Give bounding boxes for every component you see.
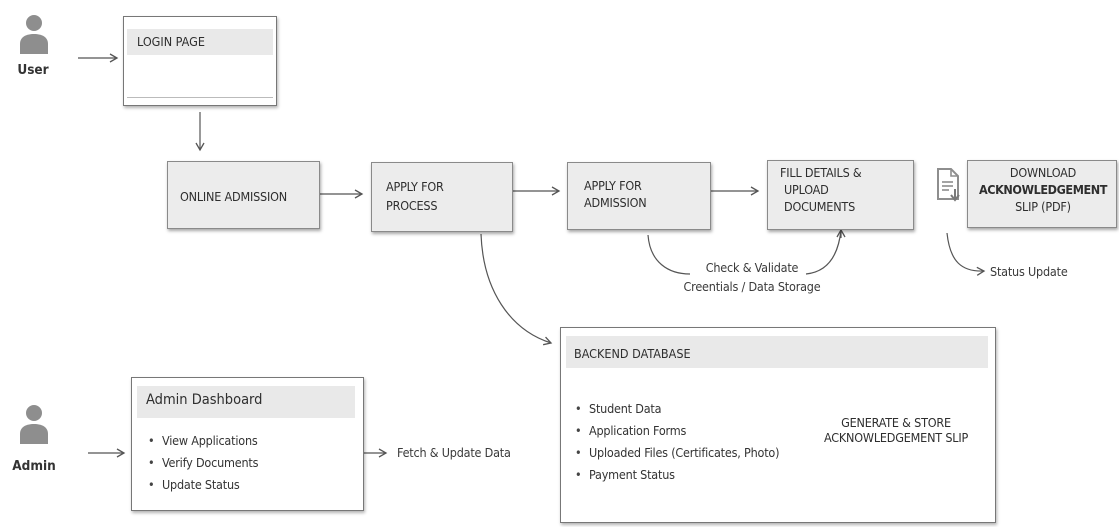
user-label: User bbox=[17, 62, 49, 78]
fill-details-line-2: UPLOAD bbox=[784, 182, 829, 197]
apply-admission-box: APPLY FOR ADMISSION bbox=[567, 162, 711, 230]
generate-store-label: GENERATE & STORE ACKNOWLEDGEMENT SLIP bbox=[811, 415, 981, 445]
apply-admission-line-1: APPLY FOR bbox=[584, 178, 642, 193]
admin-dashboard-box: Admin Dashboard View Applications Verify… bbox=[131, 377, 364, 511]
generate-line-2: ACKNOWLEDGEMENT SLIP bbox=[823, 430, 969, 445]
person-icon bbox=[20, 15, 48, 54]
fill-details-box: FILL DETAILS & UPLOAD DOCUMENTS bbox=[767, 160, 914, 230]
generate-line-1: GENERATE & STORE bbox=[841, 415, 951, 430]
document-download-icon bbox=[936, 168, 962, 202]
arrow-validate-loop bbox=[647, 229, 842, 275]
check-validate-line-1: Check & Validate bbox=[705, 260, 799, 275]
backend-database-title: BACKEND DATABASE bbox=[566, 336, 988, 368]
login-page-box: LOGIN PAGE bbox=[123, 16, 277, 106]
admin-dashboard-title: Admin Dashboard bbox=[137, 386, 355, 418]
download-line-3: SLIP (PDF) bbox=[1015, 199, 1071, 214]
check-validate-line-2: Creentials / Data Storage bbox=[683, 279, 821, 294]
admin-actor bbox=[16, 400, 52, 448]
apply-process-line-1: APPLY FOR bbox=[386, 179, 444, 194]
apply-process-box: APPLY FOR PROCESS bbox=[371, 162, 513, 232]
divider bbox=[127, 97, 273, 98]
backend-database-box: BACKEND DATABASE Student Data Applicatio… bbox=[560, 327, 996, 523]
person-icon bbox=[20, 405, 48, 444]
admin-dashboard-items: View Applications Verify Documents Updat… bbox=[148, 430, 258, 496]
download-line-2: ACKNOWLEDGEMENT bbox=[978, 182, 1108, 197]
list-item: View Applications bbox=[148, 430, 258, 452]
apply-admission-line-2: ADMISSION bbox=[584, 195, 647, 210]
list-item: Update Status bbox=[148, 474, 258, 496]
online-admission-label: ONLINE ADMISSION bbox=[180, 189, 287, 204]
apply-process-line-2: PROCESS bbox=[386, 198, 438, 213]
fill-details-line-1: FILL DETAILS & bbox=[780, 165, 862, 180]
list-item: Application Forms bbox=[575, 420, 779, 442]
list-item: Verify Documents bbox=[148, 452, 258, 474]
list-item: Payment Status bbox=[575, 464, 779, 486]
login-page-title: LOGIN PAGE bbox=[127, 29, 273, 55]
arrow-apply-process-to-backend bbox=[480, 233, 553, 346]
download-line-1: DOWNLOAD bbox=[1009, 165, 1077, 180]
status-update-note: Status Update bbox=[990, 264, 1068, 279]
backend-items-list: Student Data Application Forms Uploaded … bbox=[575, 398, 779, 486]
user-actor bbox=[16, 10, 52, 58]
admin-label: Admin bbox=[12, 458, 56, 474]
download-slip-box: DOWNLOAD ACKNOWLEDGEMENT SLIP (PDF) bbox=[967, 160, 1117, 228]
list-item: Student Data bbox=[575, 398, 779, 420]
list-item: Uploaded Files (Certificates, Photo) bbox=[575, 442, 779, 464]
arrow-status-update bbox=[946, 232, 986, 276]
fetch-update-note: Fetch & Update Data bbox=[397, 445, 511, 460]
fill-details-line-3: DOCUMENTS bbox=[784, 199, 856, 214]
online-admission-box: ONLINE ADMISSION bbox=[167, 161, 320, 229]
check-validate-note: Check & Validate Creentials / Data Stora… bbox=[662, 258, 842, 296]
